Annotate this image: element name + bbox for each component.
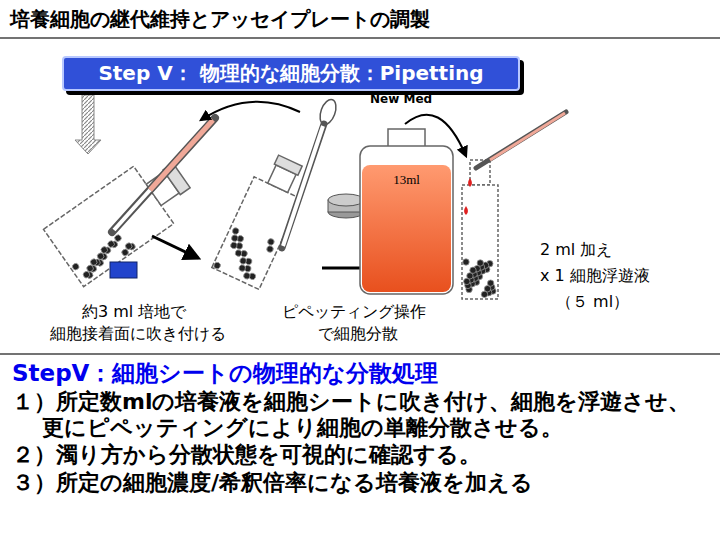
pipette (283, 126, 323, 246)
pipette (150, 120, 213, 190)
medium-bottle: 13ml (358, 128, 455, 296)
procedure-item: ３）所定の細胞濃度/希釈倍率になる培養液を加える (12, 470, 706, 496)
cell (267, 238, 276, 247)
cell (243, 272, 252, 281)
cell (114, 234, 123, 243)
cell (470, 267, 476, 273)
cell (477, 260, 483, 266)
cell (234, 249, 243, 258)
step-note: ピペッティング操作 (282, 302, 426, 321)
flow-arrow (152, 236, 198, 258)
section-heading: StepⅤ：細胞シートの物理的な分散処理 (12, 360, 438, 388)
step-note: 細胞接着面に吹き付ける (50, 324, 226, 343)
pipette-bulb (317, 97, 339, 126)
cell (100, 245, 109, 254)
cell (107, 240, 116, 249)
step-banner: Step V： 物理的な細胞分散：Pipetting (62, 56, 520, 91)
procedure-item: １）所定数mlの培養液を細胞シートに吹き付け、細胞を浮遊させ、更にピペッティング… (12, 389, 706, 442)
step-note: x 1 細胞浮遊液 (540, 266, 650, 285)
step-note: 約3 ml 培地で (82, 302, 186, 321)
step-title: Step V： 物理的な細胞分散：Pipetting (98, 60, 483, 87)
cell (463, 259, 469, 265)
step-note: で細胞分散 (318, 324, 398, 343)
cell (239, 257, 248, 266)
step-note: （５ ml） (556, 292, 629, 311)
cell (124, 242, 133, 251)
cell (231, 227, 240, 236)
volume-label: 13ml (358, 172, 455, 188)
cell (238, 264, 247, 273)
pipette (490, 113, 565, 160)
rule (0, 353, 720, 355)
down-arrow (75, 95, 101, 154)
medium-name: New Med (370, 92, 432, 106)
pipette (112, 118, 215, 232)
cell (230, 241, 239, 250)
culture-flask (212, 150, 314, 290)
procedure-item: ２）濁り方から分散状態を可視的に確認する。 (12, 442, 706, 468)
flow-arrow (201, 102, 300, 120)
bottle-outline (358, 128, 455, 296)
cell (266, 245, 275, 254)
pipette (114, 190, 150, 230)
pipette (282, 124, 324, 248)
cell (231, 234, 240, 243)
cell (487, 280, 493, 286)
cell (213, 261, 222, 270)
cell-flask (462, 160, 498, 299)
rule (0, 37, 720, 39)
step-note: 2 ml 加え (540, 240, 612, 259)
blue-block (110, 262, 137, 278)
bottle-cap (328, 194, 364, 206)
title: 培養細胞の継代維持とアッセイプレートの調製 (10, 7, 430, 31)
cell (89, 258, 98, 267)
pipette (476, 112, 566, 168)
cell (71, 262, 80, 271)
